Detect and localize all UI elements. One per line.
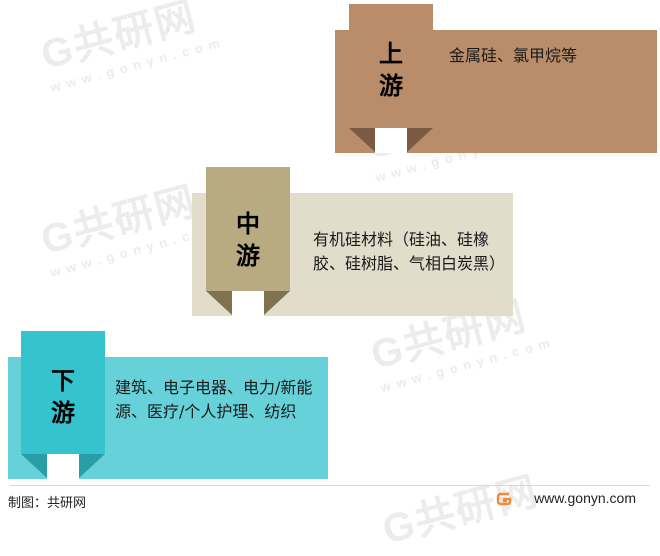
footer-divider xyxy=(10,485,650,486)
fold-notch xyxy=(47,454,79,480)
stage-tab xyxy=(349,4,433,128)
watermark: G共研网 xyxy=(378,469,544,553)
stage-tab xyxy=(206,167,290,291)
fold-notch xyxy=(375,128,407,153)
gonyn-logo-icon xyxy=(496,492,512,506)
stage-title: 中 游 xyxy=(236,210,260,270)
stage-title: 上 游 xyxy=(379,40,403,100)
fold-notch xyxy=(232,291,264,316)
stage-description: 有机硅材料（硅油、硅橡胶、硅树脂、气相白炭黑） xyxy=(313,230,506,273)
stage-title: 下 游 xyxy=(51,367,75,427)
stage-description: 金属硅、氯甲烷等 xyxy=(449,46,578,65)
stage-description: 建筑、电子电器、电力/新能源、医疗/个人护理、纺织 xyxy=(115,378,313,421)
footer-website: www.gonyn.com xyxy=(534,490,636,506)
stage-tab xyxy=(21,331,105,454)
chart-credit: 制图：共研网 xyxy=(8,496,87,511)
